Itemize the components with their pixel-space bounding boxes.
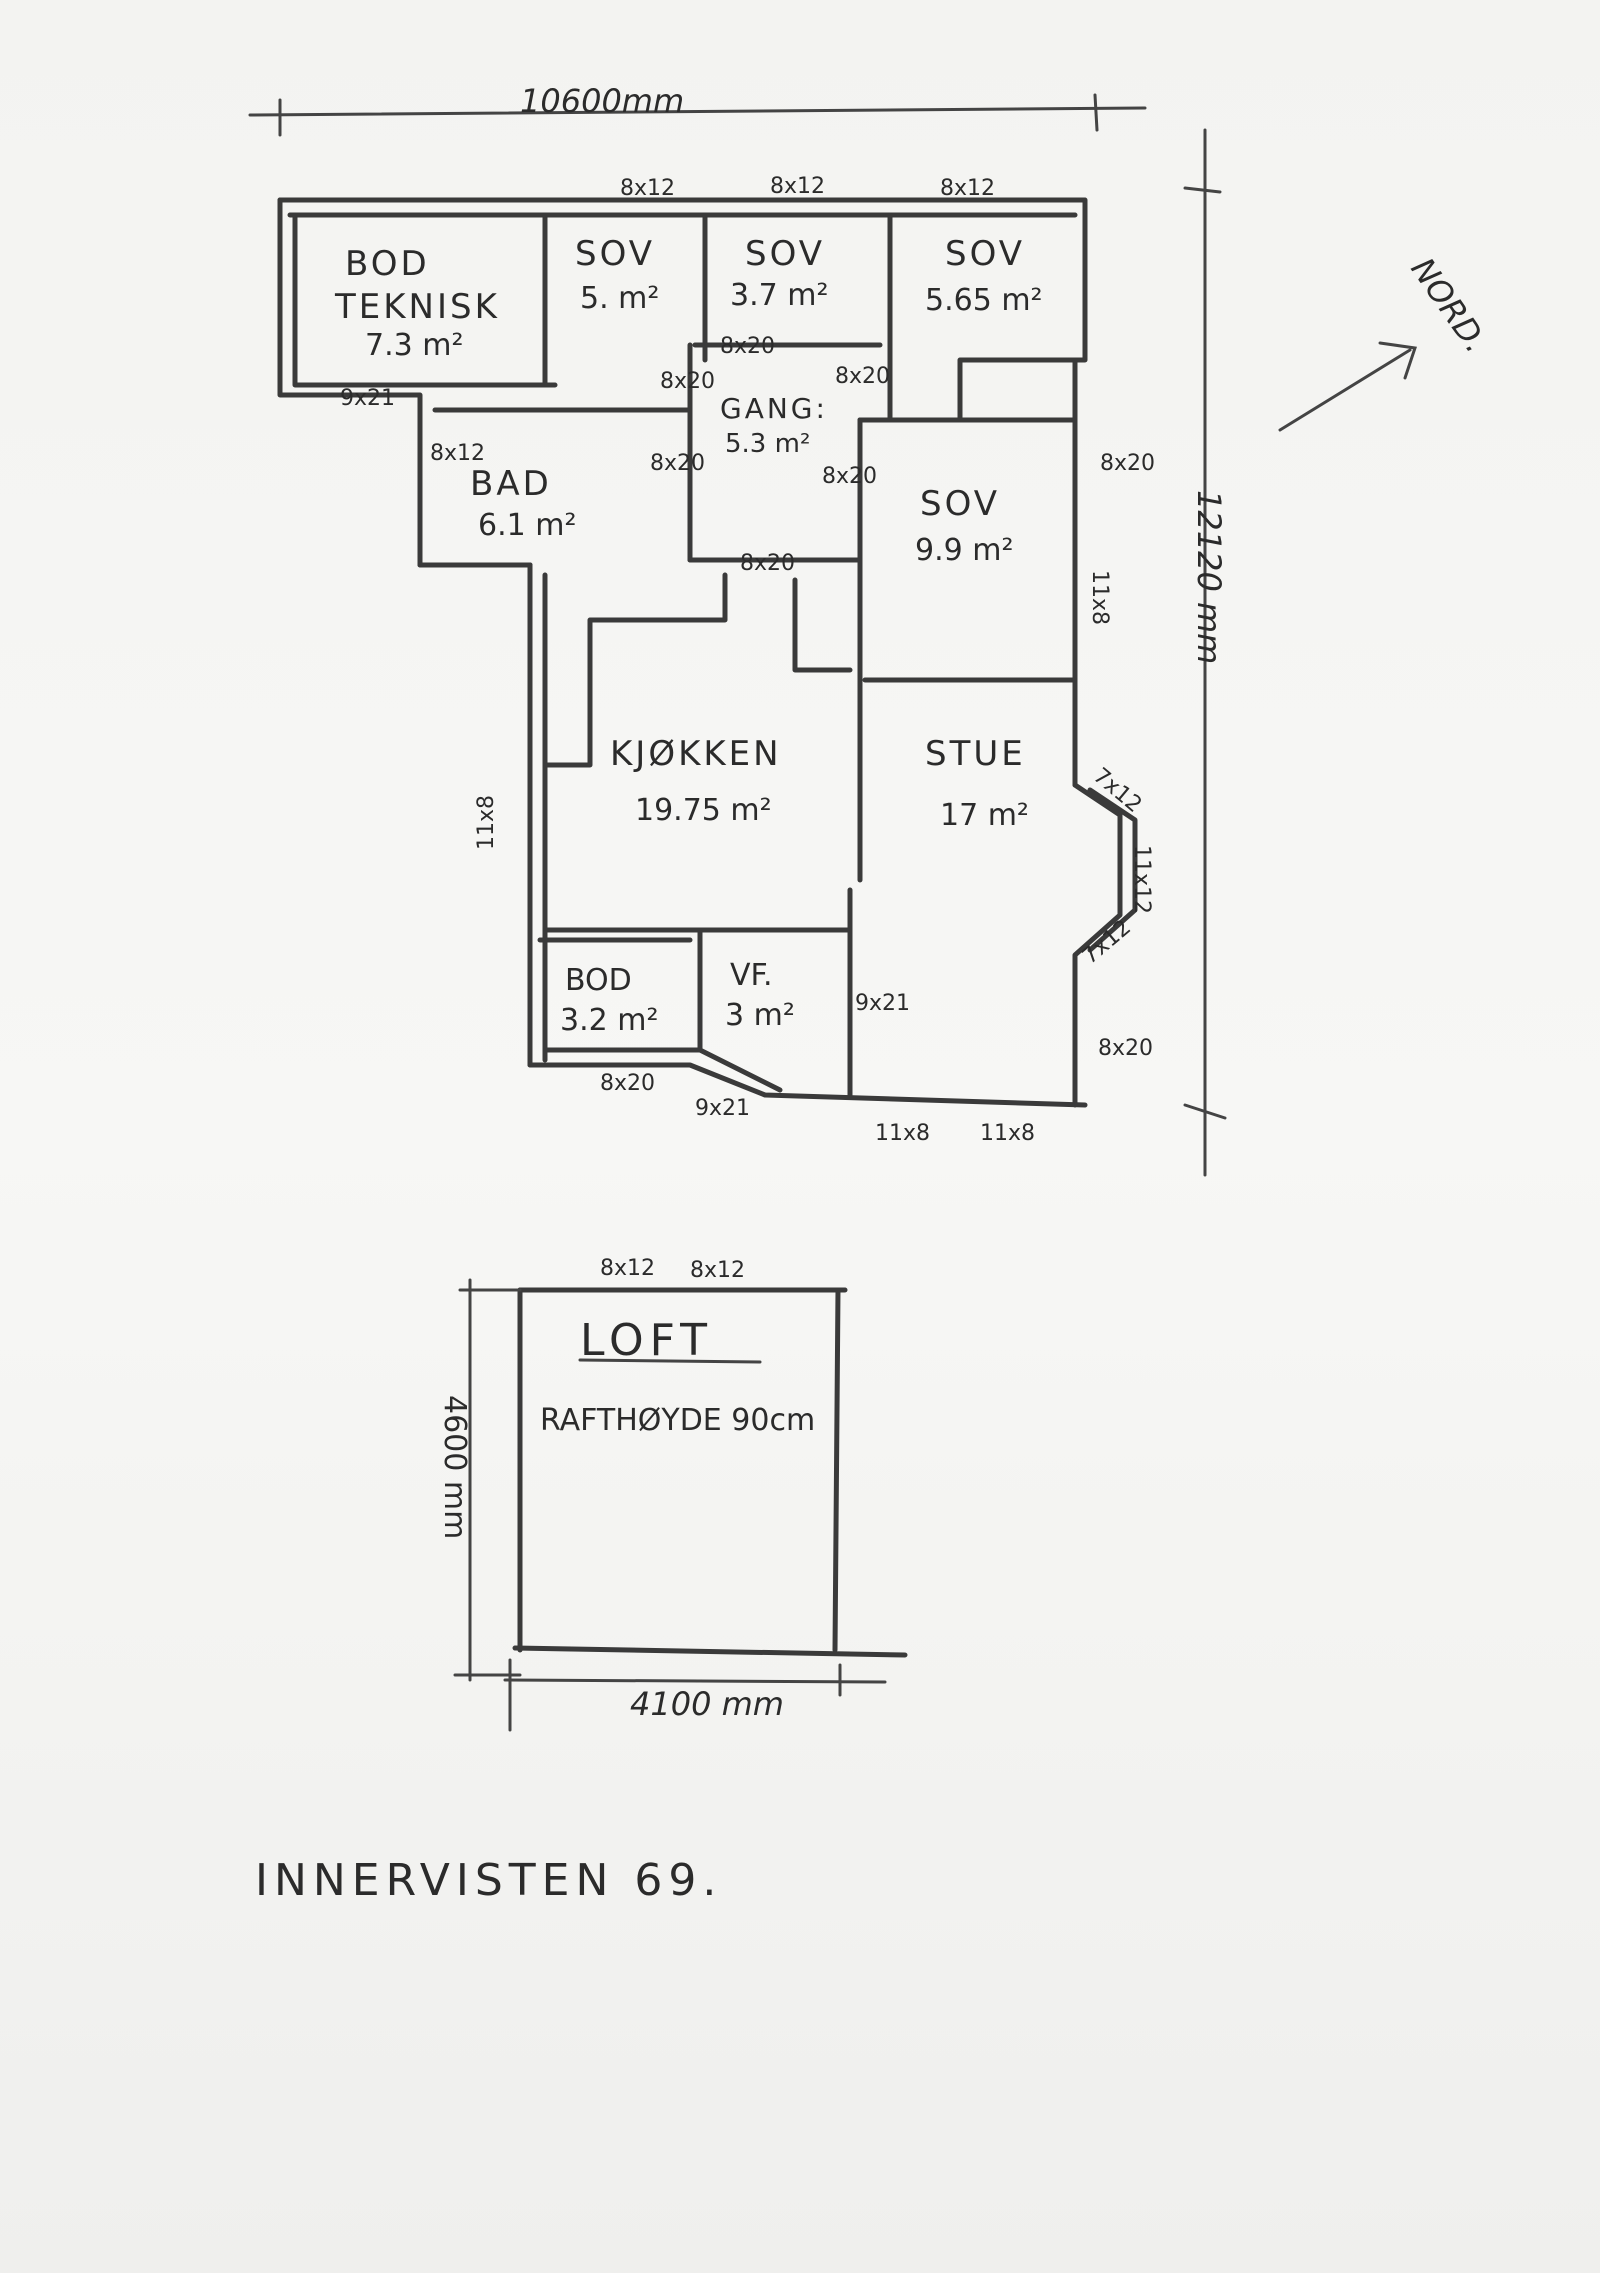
- window-label: 11x8: [474, 795, 499, 850]
- walls: [277, 197, 1138, 1108]
- room-sov-4: SOV 9.9 m²: [915, 484, 1014, 568]
- room-area: 5.65 m²: [925, 283, 1043, 318]
- door-label: 8x20: [835, 364, 890, 389]
- window-label: 7x12: [1078, 915, 1136, 970]
- loft-window-label: 8x12: [600, 1256, 655, 1281]
- window-label: 11x8: [980, 1121, 1035, 1146]
- window-label: 8x20: [1098, 1036, 1153, 1061]
- door-label: 9x21: [695, 1096, 750, 1121]
- room-area: 19.75 m²: [635, 793, 772, 828]
- window-label: 11x8: [1087, 570, 1112, 625]
- window-label: 8x20: [1100, 451, 1155, 476]
- room-area: 6.1 m²: [478, 508, 577, 543]
- room-area: 17 m²: [940, 798, 1029, 833]
- room-stue: STUE 17 m²: [925, 734, 1029, 833]
- room-area: 9.9 m²: [915, 533, 1014, 568]
- door-label: 8x20: [720, 334, 775, 359]
- loft-height-dimension: 4600 mm: [437, 1395, 472, 1539]
- door-label: 8x20: [740, 551, 795, 576]
- address-label: INNERVISTEN 69.: [255, 1855, 722, 1906]
- room-name: VF.: [730, 958, 773, 993]
- loft-note: RAFTHØYDE 90cm: [540, 1403, 815, 1438]
- loft-window-label: 8x12: [690, 1258, 745, 1283]
- room-area: 3.7 m²: [730, 278, 829, 313]
- room-sov-1: SOV 5. m²: [575, 234, 659, 316]
- window-label: 8x12: [940, 176, 995, 201]
- door-label: 9x21: [340, 386, 395, 411]
- loft-outline: [453, 1278, 908, 1732]
- door-label: 9x21: [855, 991, 910, 1016]
- window-label: 8x20: [600, 1071, 655, 1096]
- window-label: 8x12: [430, 441, 485, 466]
- door-label: 8x20: [650, 451, 705, 476]
- window-label: 8x12: [620, 176, 675, 201]
- room-name-line2: TEKNISK: [334, 287, 500, 327]
- room-gang: GANG: 5.3 m²: [720, 392, 828, 459]
- room-bod-teknisk: BOD TEKNISK 7.3 m²: [334, 244, 500, 363]
- room-area: 5. m²: [580, 281, 659, 316]
- room-vf: VF. 3 m²: [725, 958, 795, 1033]
- north-label: NORD.: [1403, 251, 1495, 360]
- room-bod-small: BOD 3.2 m²: [560, 963, 659, 1038]
- room-name: KJØKKEN: [610, 734, 782, 774]
- dimension-lines: [248, 93, 1227, 1177]
- room-sov-3: SOV 5.65 m²: [925, 234, 1043, 318]
- window-label: 11x12: [1129, 845, 1154, 914]
- room-area: 3.2 m²: [560, 1003, 659, 1038]
- room-name: BOD: [565, 963, 632, 998]
- room-name: STUE: [925, 734, 1026, 774]
- room-sov-2: SOV 3.7 m²: [730, 234, 829, 313]
- room-name: BAD: [470, 464, 552, 504]
- loft-width-dimension: 4100 mm: [630, 1685, 784, 1723]
- room-area: 7.3 m²: [365, 328, 464, 363]
- loft-title: LOFT: [580, 1315, 713, 1366]
- north-arrow-icon: [1278, 341, 1417, 432]
- room-name: SOV: [745, 234, 825, 274]
- window-label: 8x12: [770, 174, 825, 199]
- height-dimension: 12120 mm: [1190, 490, 1228, 664]
- room-name: SOV: [945, 234, 1025, 274]
- room-kjokken: KJØKKEN 19.75 m²: [610, 734, 782, 828]
- window-label: 11x8: [875, 1121, 930, 1146]
- room-name: SOV: [575, 234, 655, 274]
- room-name: SOV: [920, 484, 1000, 524]
- door-label: 8x20: [660, 369, 715, 394]
- room-name: GANG:: [720, 392, 828, 425]
- room-name: BOD: [345, 244, 430, 284]
- room-area: 5.3 m²: [725, 429, 810, 459]
- room-bad: BAD 6.1 m²: [470, 464, 577, 543]
- door-label: 8x20: [822, 464, 877, 489]
- room-area: 3 m²: [725, 998, 795, 1033]
- width-dimension: 10600mm: [520, 82, 684, 120]
